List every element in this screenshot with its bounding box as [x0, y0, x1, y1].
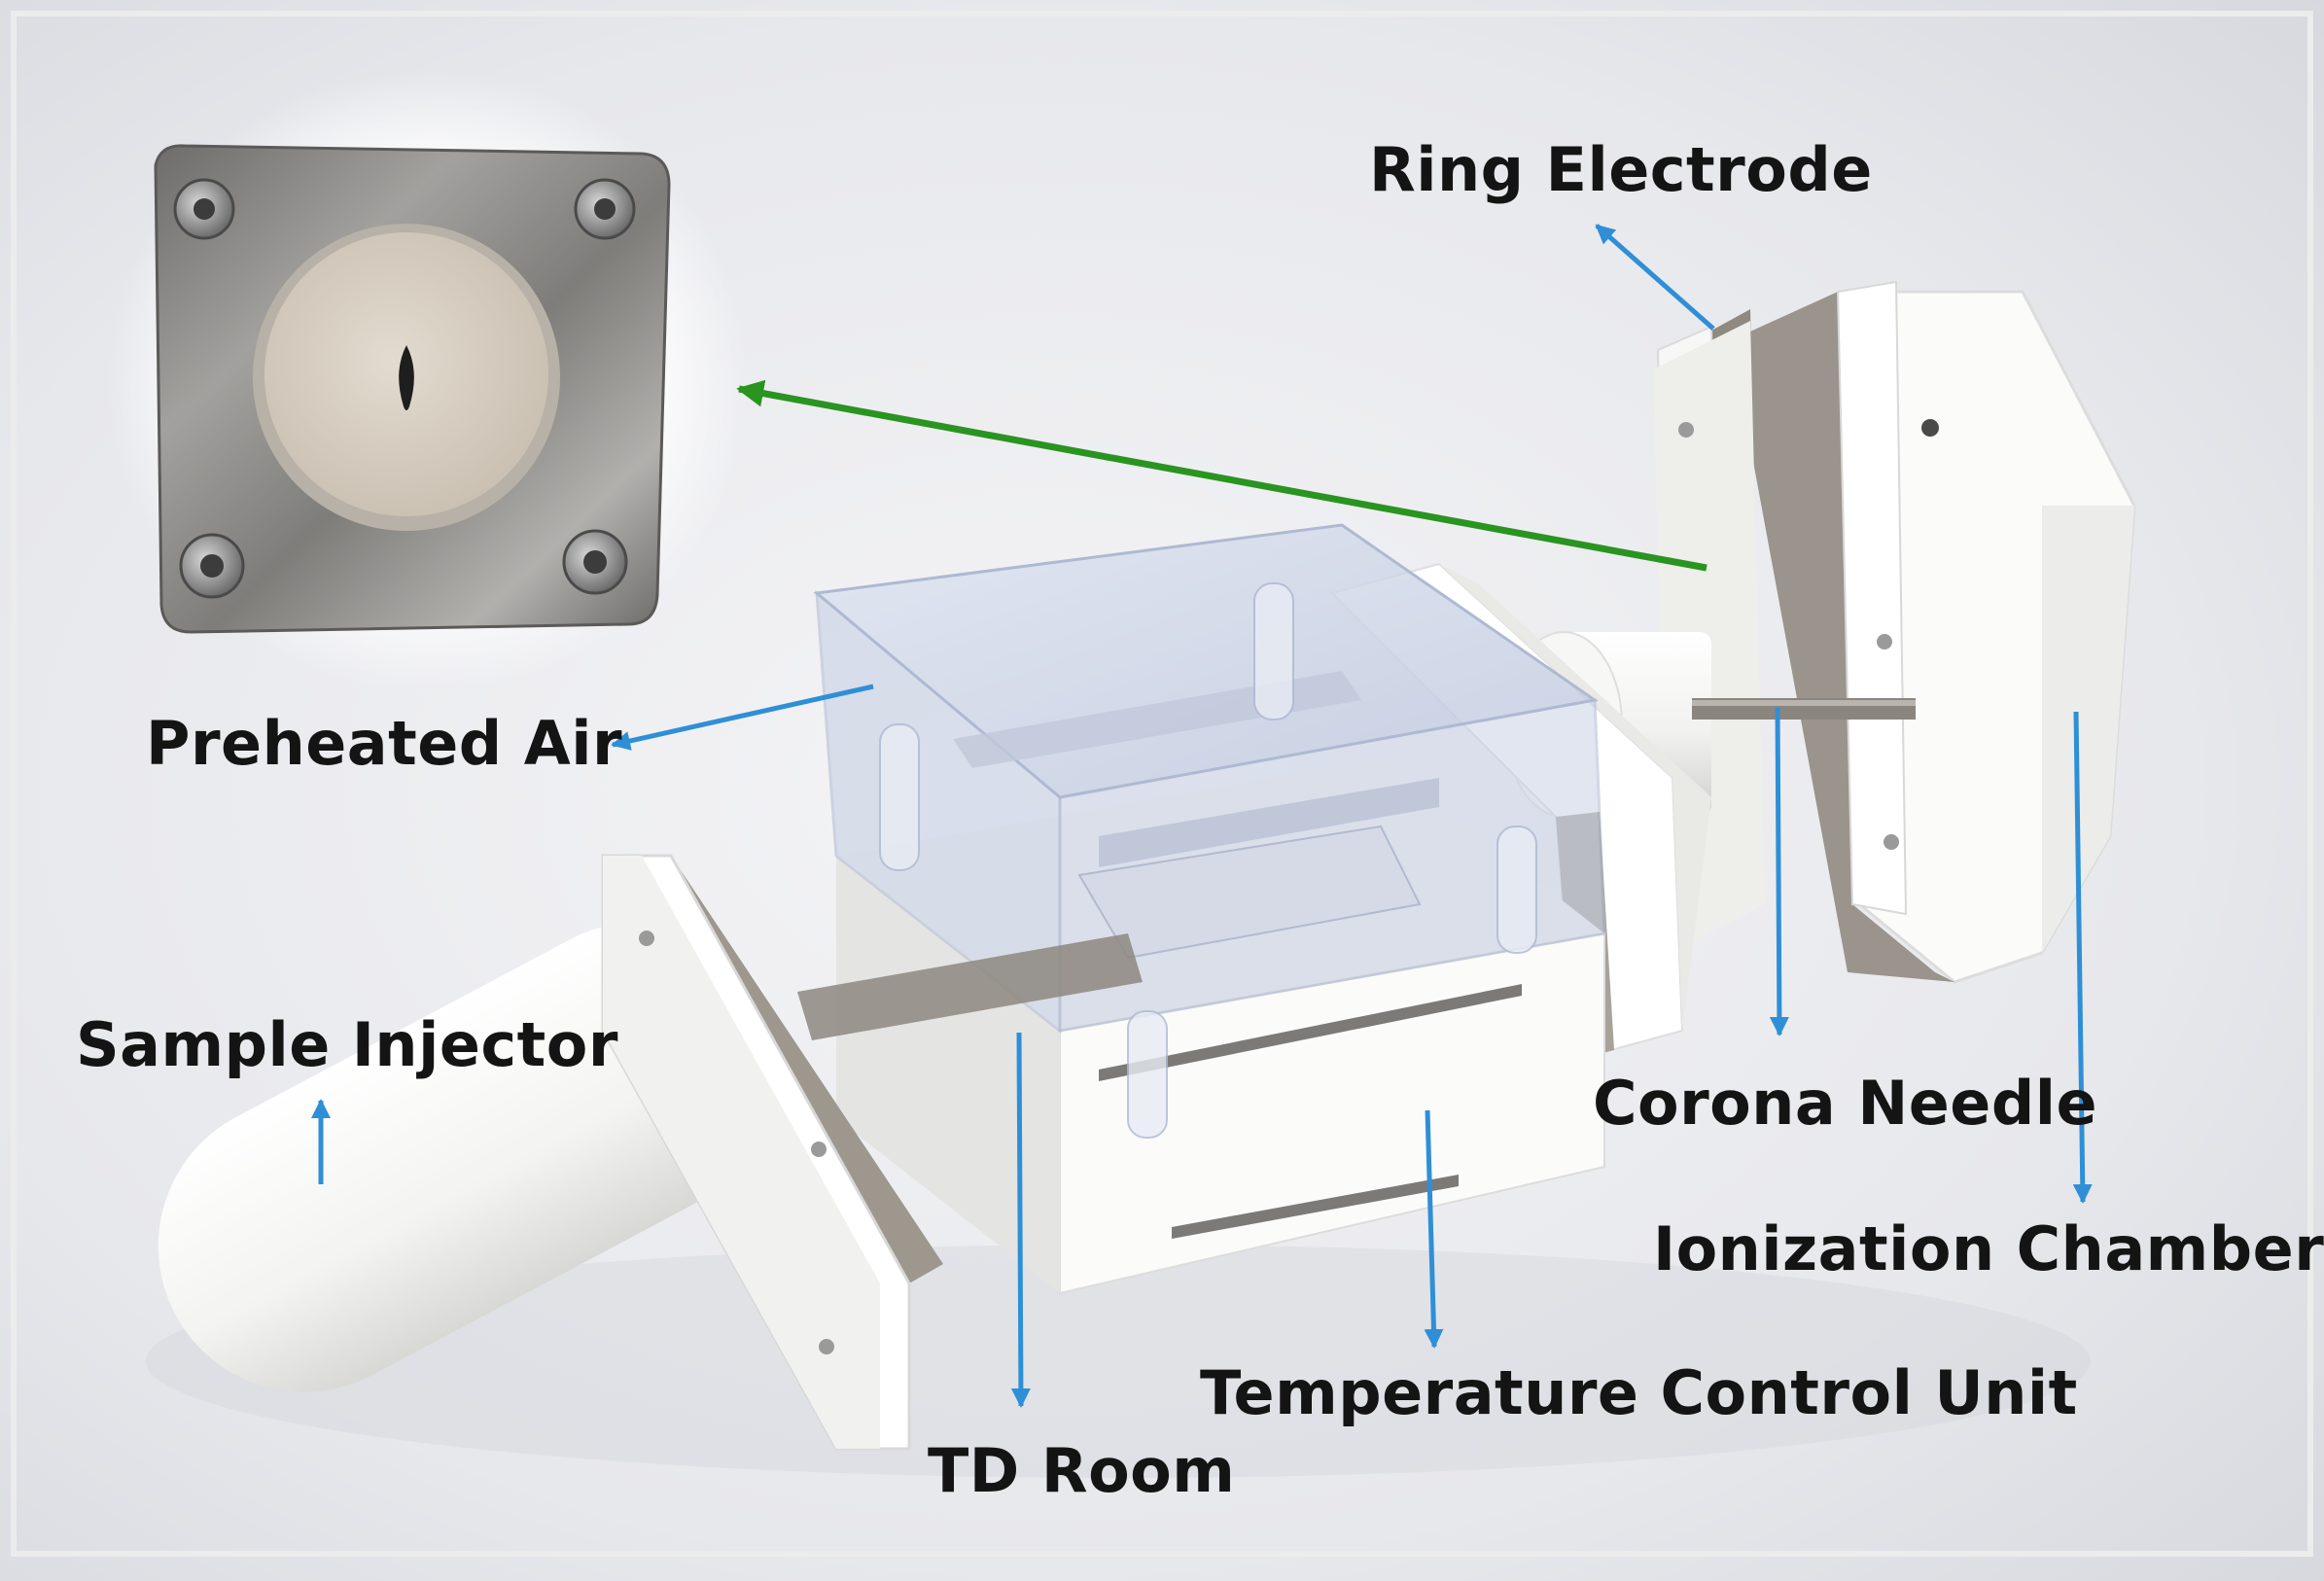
- corona-needle-arrow: [1769, 707, 1789, 1036]
- ionization-chamber-arrow: [2072, 711, 2093, 1204]
- zoom-arrow: [736, 379, 1708, 572]
- glass-side: [815, 589, 1062, 1035]
- label-corona-needle: Corona Needle: [1593, 1068, 2097, 1139]
- base-block-side: [836, 856, 1060, 1293]
- preheated-air-arrow: [611, 684, 874, 751]
- label-temperature-control-unit: Temperature Control Unit: [1200, 1357, 2078, 1428]
- flange-hole-1: [639, 931, 654, 946]
- label-ionization-chamber: Ionization Chamber: [1653, 1213, 2324, 1284]
- post-1: [879, 723, 920, 871]
- inner-rail-2: [1099, 778, 1439, 867]
- sample-injector: [158, 854, 943, 1451]
- label-ring-electrode: Ring Electrode: [1369, 134, 1873, 205]
- chamber-shade: [2042, 506, 2134, 953]
- inset-screw-2-hex: [594, 198, 616, 220]
- corona-needle-rod-hi: [1692, 700, 1916, 706]
- post-3: [1497, 826, 1537, 954]
- inset-screw-1-hex: [194, 198, 215, 220]
- tcu-slot-2: [1172, 1175, 1459, 1239]
- post-2: [1253, 582, 1294, 720]
- plate-hole-1: [1678, 422, 1694, 438]
- post-4: [1127, 1010, 1168, 1139]
- inset-photo: [107, 70, 749, 692]
- tcu-arrow: [1424, 1109, 1444, 1349]
- ionization-chamber: [1653, 280, 2136, 984]
- label-sample-injector: Sample Injector: [76, 1009, 618, 1080]
- inset-screw-4-hex: [583, 550, 607, 574]
- chamber-port: [1921, 419, 1939, 437]
- plate-hole-3: [1877, 634, 1892, 650]
- inset-pinhole: [399, 345, 414, 410]
- inset-screw-3-hex: [200, 554, 224, 578]
- label-td-room: TD Room: [928, 1435, 1236, 1506]
- tcu-slot-1: [1099, 984, 1522, 1081]
- floor-shadow: [146, 1245, 2091, 1478]
- inner-tray: [1077, 825, 1422, 960]
- flange-hole-3: [819, 1339, 834, 1354]
- ring-electrode-arrow: [1595, 224, 1715, 331]
- frame-edge: [11, 11, 2313, 1557]
- chamber-gray-plate: [1731, 292, 1954, 982]
- label-preheated-air: Preheated Air: [146, 708, 623, 779]
- flange-edge: [1439, 564, 1711, 1031]
- td-room-arrow: [1010, 1032, 1031, 1408]
- plate-hole-4: [1884, 834, 1899, 850]
- injector-rod: [797, 933, 1143, 1040]
- flange-hole-2: [811, 1142, 827, 1157]
- injector-flange-face: [603, 856, 880, 1449]
- td-room-enclosure: [797, 523, 1606, 1295]
